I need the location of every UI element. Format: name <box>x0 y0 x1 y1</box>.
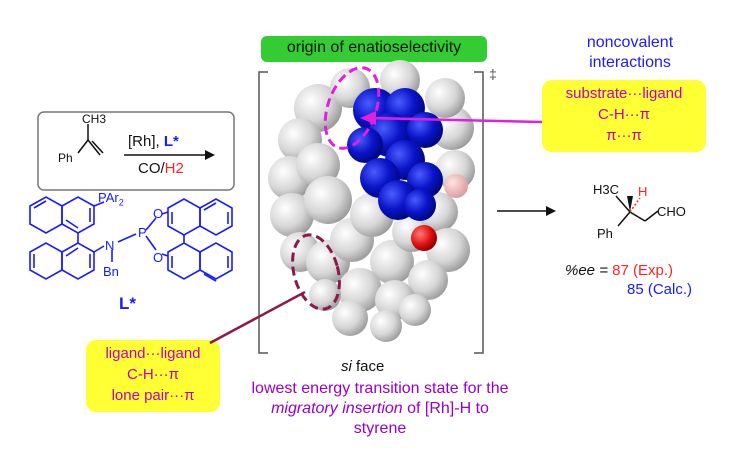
product-h3c-label: H3C <box>593 182 620 197</box>
ch3-label: CH3 <box>82 112 107 126</box>
ligand-line-2: C-H···π <box>127 366 179 383</box>
ligand-line-1: ligand···ligand <box>105 345 201 362</box>
gas-co: CO/ <box>138 160 165 177</box>
title-banner <box>261 36 487 62</box>
ligand-bn-label: Bn <box>103 264 119 279</box>
noncovalent-label-line1: noncovalent <box>586 34 674 51</box>
product-h-label: H <box>638 184 648 199</box>
ee-prefix: %ee = <box>565 262 613 279</box>
ee-exp-value: 87 (Exp.) <box>612 262 673 279</box>
ts-brackets <box>258 71 484 354</box>
product-arrow <box>497 206 556 216</box>
face-word: face <box>351 358 385 375</box>
parr-text: PAr <box>98 190 119 205</box>
dagger-symbol: ‡ <box>489 66 497 82</box>
reaction-box <box>37 111 235 191</box>
red-atom <box>411 225 437 251</box>
ligand-l-star-label: L* <box>119 294 136 313</box>
caption-line-3: styrene <box>353 420 407 437</box>
wedge-bond <box>627 196 633 212</box>
product-cho-label: CHO <box>657 204 686 219</box>
maroon-connector <box>209 290 306 345</box>
parr-sub: 2 <box>118 197 124 208</box>
substrate-line-3: π···π <box>606 127 642 144</box>
h-bond <box>629 197 641 213</box>
ligand-p-label: P <box>138 225 147 240</box>
caption-rest: of [Rh]-H to <box>402 400 489 417</box>
ligand-o2-label: O <box>153 250 164 265</box>
face-label: si face <box>341 358 384 375</box>
substrate-line-1: substrate···ligand <box>565 85 683 102</box>
maroon-highlight-ellipse <box>291 233 341 311</box>
ligand-n-label: N <box>105 238 115 253</box>
face-si: si <box>341 358 352 375</box>
gas-h2: H2 <box>164 160 184 177</box>
ee-calc-value: 85 (Calc.) <box>627 281 693 298</box>
title-banner-text: origin of enatioselectivity <box>286 39 462 56</box>
styrene-structure <box>77 124 104 156</box>
catalyst-prefix: [Rh], <box>128 133 164 150</box>
ligand-o1-label: O <box>153 206 164 221</box>
catalyst-label: [Rh], L* <box>128 133 179 150</box>
substrate-line-2: C-H···π <box>598 106 650 123</box>
ee-exp-line: %ee = 87 (Exp.) <box>565 262 673 279</box>
ligand-line-3: lone pair···π <box>111 387 195 404</box>
caption-line-2: migratory insertion of [Rh]-H to <box>200 400 560 418</box>
magenta-arrow <box>360 111 543 125</box>
product-ph-label: Ph <box>597 226 613 241</box>
caption-line-1: lowest energy transition state for the <box>251 380 509 397</box>
noncovalent-label-line2: interactions <box>589 54 671 71</box>
pink-atom <box>444 174 468 198</box>
styrene-ph-label: Ph <box>58 151 73 165</box>
caption-italic: migratory insertion <box>271 400 403 417</box>
reaction-arrow <box>124 150 215 160</box>
gas-label: CO/H2 <box>138 160 184 177</box>
ligand-interaction-box <box>86 340 220 412</box>
substrate-interaction-box <box>542 80 706 152</box>
ligand-parr-label: PAr2 <box>98 190 124 208</box>
ligand-structure-drawing <box>29 196 233 282</box>
catalyst-ligand: L* <box>163 133 179 150</box>
product-structure <box>615 195 659 227</box>
